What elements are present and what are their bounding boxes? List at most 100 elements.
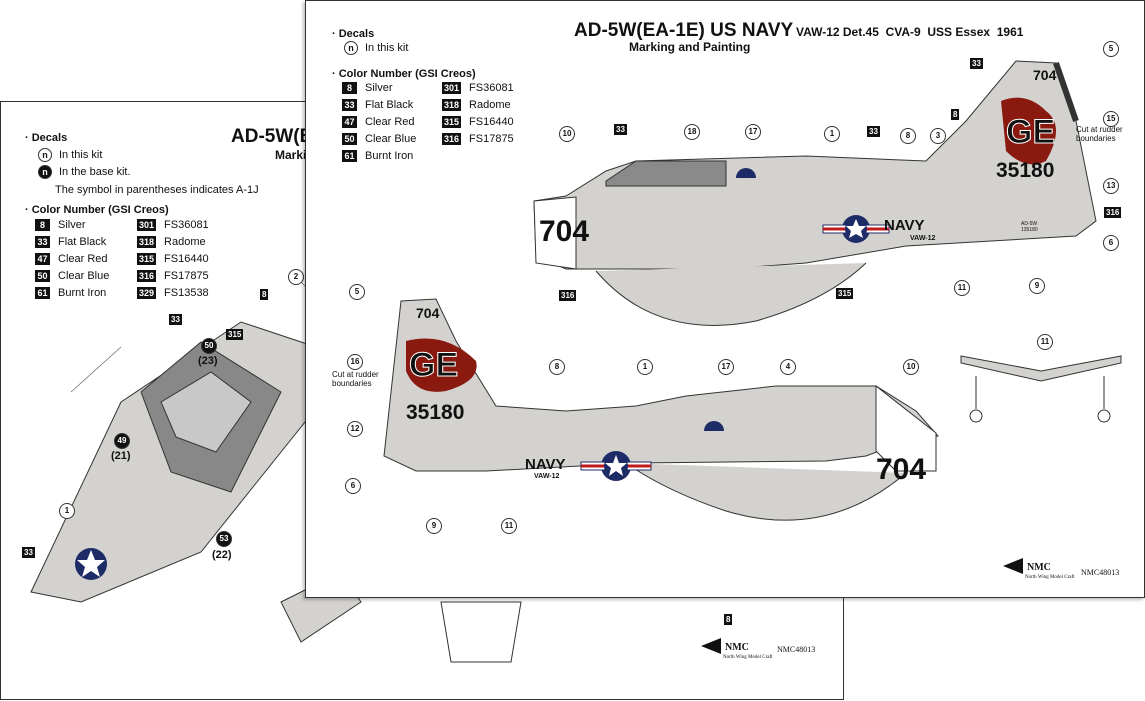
callout: 11: [1037, 334, 1053, 350]
decal-label: In this kit: [59, 148, 103, 161]
rudder-note: Cut at rudder boundaries: [332, 370, 379, 388]
logo-tagline: North Wing Model Craft: [723, 655, 773, 660]
color-name: FS16440: [469, 115, 514, 128]
nmc-logo: NMC North Wing Model Craft: [1003, 557, 1075, 580]
decal-label: In this kit: [365, 41, 409, 54]
tail-code: GE: [408, 346, 459, 385]
callout: 3: [930, 128, 946, 144]
logo-wing-icon: [1003, 558, 1023, 575]
color-name: FS36081: [469, 81, 514, 94]
callout: 18: [684, 124, 700, 140]
color-code: 301: [442, 81, 462, 94]
color-callout: 315: [226, 329, 244, 340]
color-callout: 8: [724, 614, 733, 625]
callout: 49: [114, 433, 130, 449]
callout: 11: [954, 280, 970, 296]
product-code: NMC48013: [1081, 568, 1120, 577]
color-callout: 316: [1104, 207, 1122, 218]
page-subtitle: Marking and Painting: [629, 40, 751, 54]
color-name: Clear Red: [58, 252, 108, 265]
color-code: 318: [137, 235, 157, 248]
nmc-logo: NMC North Wing Model Craft: [701, 637, 773, 660]
color-code: 33: [342, 98, 357, 111]
callout-alt: (23): [198, 355, 218, 367]
color-code: 316: [137, 269, 157, 282]
color-callout: 33: [867, 126, 880, 137]
callout: 53: [216, 531, 232, 547]
color-code: 61: [342, 149, 357, 162]
callout: 12: [347, 421, 363, 437]
callout: 5: [1103, 41, 1119, 57]
navy-marking: NAVY: [525, 456, 566, 473]
callout: 8: [900, 128, 916, 144]
color-code: 47: [35, 252, 50, 265]
color-callout: 316: [559, 290, 577, 301]
callout: 17: [745, 124, 761, 140]
front-view-aircraft: [960, 355, 1122, 423]
side-view-left-facing: [533, 60, 1097, 326]
color-item: 301 FS36081: [442, 79, 514, 96]
front-aircraft-drawings: [383, 60, 1122, 521]
decal-symbol-filled: n: [38, 164, 52, 179]
decal-symbol-outline: n: [344, 40, 358, 55]
callout: 6: [1103, 235, 1119, 251]
color-name: FS17875: [164, 269, 209, 282]
callout: 8: [549, 359, 565, 375]
rudder-note: Cut at rudder boundaries: [1076, 125, 1123, 143]
color-callout: 33: [970, 58, 983, 69]
callout: 13: [1103, 178, 1119, 194]
color-code: 8: [35, 218, 50, 231]
color-code: 33: [35, 235, 50, 248]
callout: 5: [349, 284, 365, 300]
callout: 1: [59, 503, 75, 519]
color-heading: · Color Number (GSI Creos): [25, 204, 169, 216]
color-code: 316: [442, 132, 462, 145]
color-name: Burnt Iron: [365, 149, 414, 162]
color-callout: 8: [260, 289, 269, 300]
color-name: Radome: [469, 98, 511, 111]
color-name: FS17875: [469, 132, 514, 145]
back-title: AD-5W(E: [231, 126, 313, 147]
modex-number: 704: [876, 453, 927, 486]
callout: 1: [824, 126, 840, 142]
tail-modex: 704: [1033, 67, 1057, 83]
color-name: Burnt Iron: [58, 286, 107, 299]
tail-modex: 704: [416, 305, 440, 321]
decals-heading: · Decals: [25, 132, 68, 144]
callout-alt: (22): [212, 549, 232, 561]
color-code: 301: [137, 218, 157, 231]
color-item: 316 FS17875: [137, 267, 209, 284]
callout: 15: [1103, 111, 1119, 127]
callout: 4: [780, 359, 796, 375]
tail-code: GE: [1005, 113, 1056, 152]
logo-brand: NMC: [1027, 562, 1051, 573]
logo-wing-icon: [701, 638, 721, 655]
squadron-marking: VAW-12: [534, 473, 560, 480]
page-title: AD-5W(EA-1E) US NAVY: [574, 20, 794, 41]
callout: 11: [501, 518, 517, 534]
color-name: Silver: [365, 81, 393, 94]
color-callout: 33: [614, 124, 627, 135]
logo-brand: NMC: [725, 642, 749, 653]
color-code: 61: [35, 286, 50, 299]
callout: 16: [347, 354, 363, 370]
callout: 1: [637, 359, 653, 375]
color-name: Flat Black: [365, 98, 414, 111]
decal-legend-item: n In this kit: [344, 39, 408, 56]
callout: 10: [903, 359, 919, 375]
stencil-marking: AD-5W 135180: [1021, 221, 1038, 233]
